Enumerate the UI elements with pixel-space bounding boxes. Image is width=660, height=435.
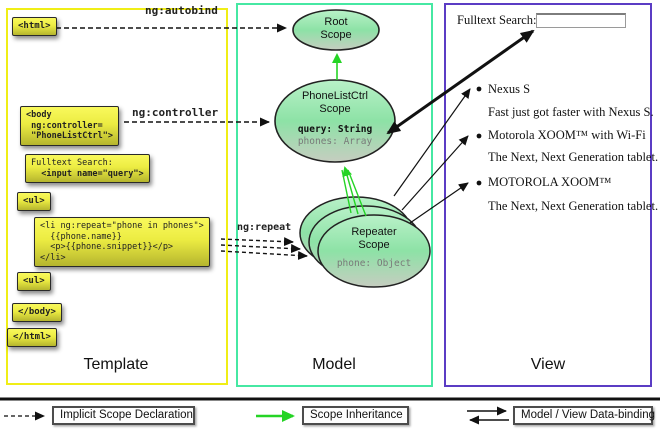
code-box-html-open: <html> (12, 17, 57, 36)
autobind-label: ng:autobind (145, 4, 218, 17)
repeater-scope-title: Repeater Scope (351, 226, 397, 251)
model-column (236, 3, 433, 387)
code-box-ul-open: <ul> (17, 192, 51, 211)
code-text: </body> (18, 307, 56, 317)
repeat-label: ng:repeat (237, 222, 292, 233)
phonelistctrl-query-prop: query: String (297, 124, 373, 135)
code-box-fulltext: Fulltext Search: <input name="query"> (25, 154, 150, 183)
view-search-label: Fulltext Search: (457, 13, 537, 27)
code-text: <ul> (23, 196, 45, 206)
phone-item-name: Motorola XOOM™ with Wi-Fi (488, 128, 646, 142)
code-text: </html> (13, 332, 51, 342)
legend-model-view-databinding: Model / View Data-binding (513, 406, 655, 425)
code-text: <input name="query"> (31, 168, 144, 179)
model-column-label: Model (312, 356, 356, 373)
phone-item-name: MOTOROLA XOOM™ (488, 175, 612, 189)
repeater-phone-prop: phone: Object (336, 258, 412, 269)
view-column-label: View (530, 356, 566, 373)
code-text: Fulltext Search: (31, 158, 113, 168)
legend-scope-inheritance: Scope Inheritance (302, 406, 409, 425)
template-column-label: Template (83, 356, 149, 373)
phonelistctrl-scope-title: PhoneListCtrl Scope (301, 90, 369, 115)
code-box-li-repeat: <li ng:repeat="phone in phones"> {{phone… (34, 217, 210, 267)
phone-item-snippet: The Next, Next Generation tablet. (488, 199, 659, 213)
root-scope-title: Root Scope (320, 16, 352, 41)
phone-item-snippet: Fast just got faster with Nexus S. (488, 105, 654, 119)
phonelistctrl-phones-prop: phones: Array (297, 136, 373, 147)
code-box-body-close: </body> (12, 303, 62, 322)
phone-item-snippet: The Next, Next Generation tablet. (488, 150, 659, 164)
code-box-html-close: </html> (7, 328, 57, 347)
legend-implicit-scope: Implicit Scope Declaration (52, 406, 195, 425)
code-box-body-open: <body ng:controller= "PhoneListCtrl"> (20, 106, 119, 146)
code-box-ul-close: <ul> (17, 272, 51, 291)
phone-item-name: Nexus S (488, 82, 531, 96)
controller-label: ng:controller (132, 106, 219, 119)
view-search-input[interactable] (536, 13, 626, 28)
code-text: <ul> (23, 276, 45, 286)
code-text: <body ng:controller= "PhoneListCtrl"> (26, 110, 113, 141)
code-text: <li ng:repeat="phone in phones"> {{phone… (40, 221, 204, 263)
code-text: <html> (18, 21, 51, 31)
view-column (444, 3, 652, 387)
